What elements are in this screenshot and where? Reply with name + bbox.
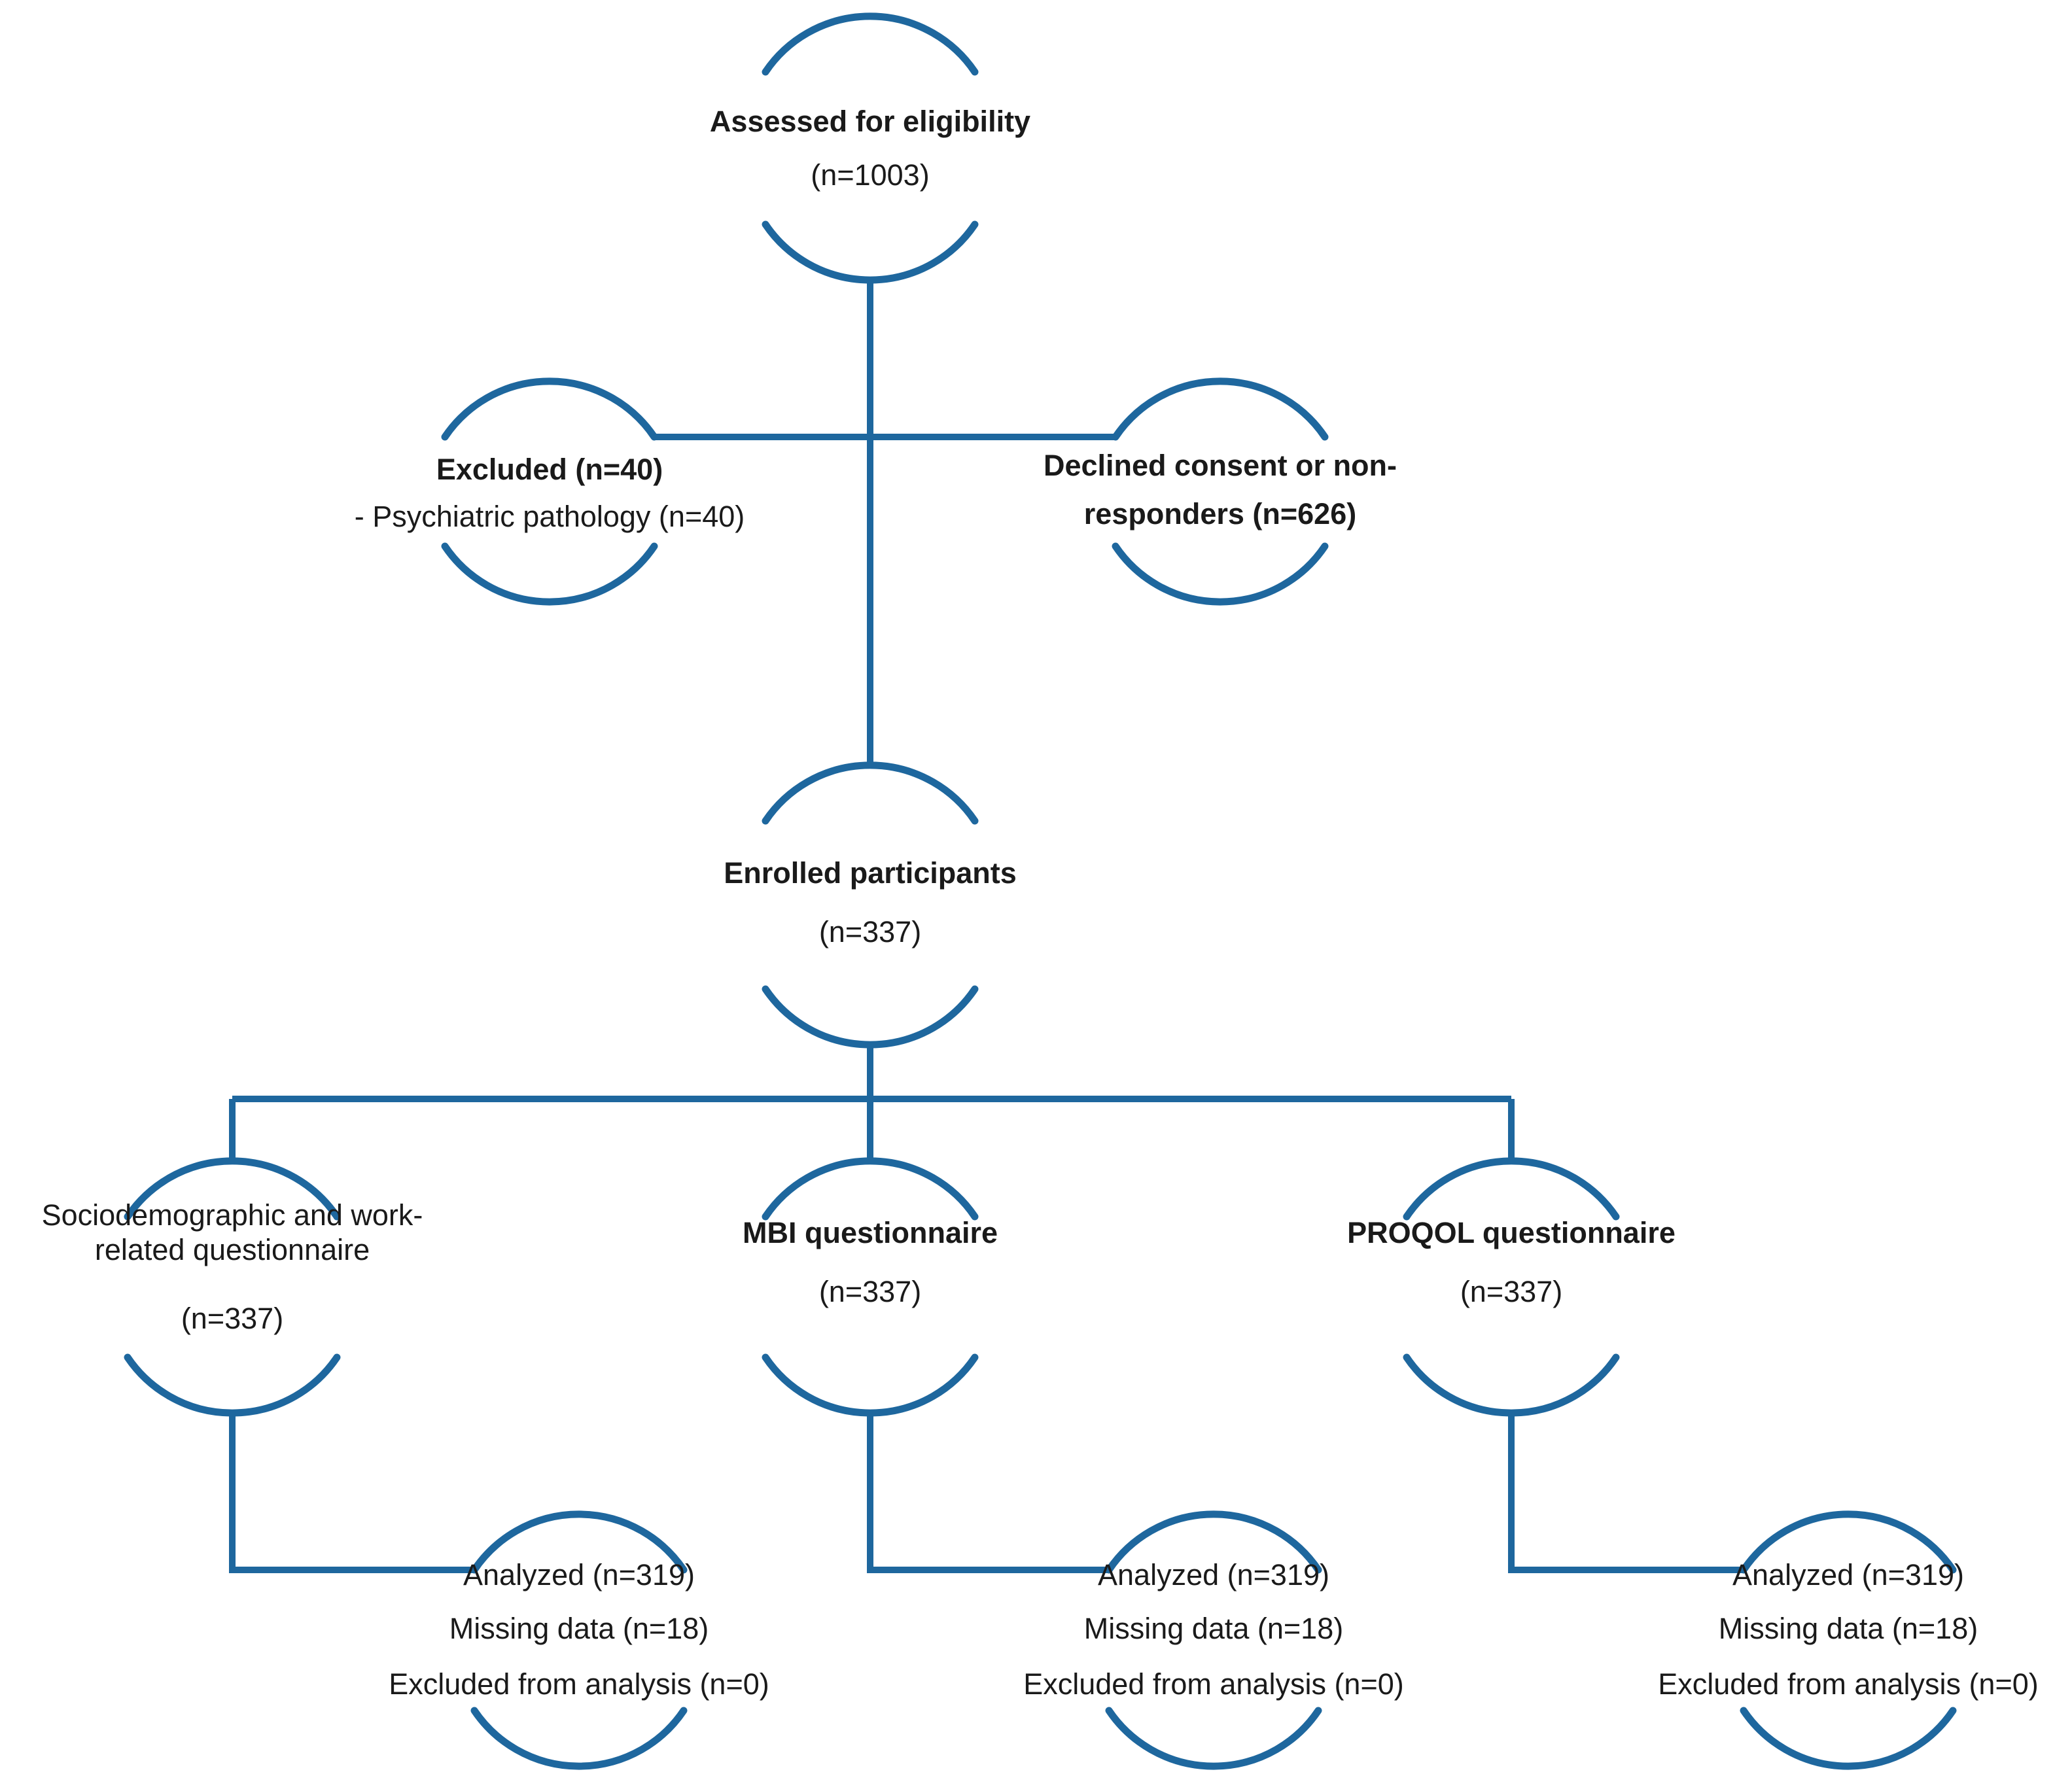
assessed-node-top-arc xyxy=(762,12,979,76)
analyzed-sociodemographic-node-bottom-arc xyxy=(470,1707,688,1770)
mbi-node-title: MBI questionnaire xyxy=(742,1216,998,1249)
elbow-mbi-to-analyzed xyxy=(867,1413,1109,1573)
enrolled-node-count: (n=337) xyxy=(818,915,922,948)
sociodemographic-node-bottom-arc xyxy=(124,1353,341,1417)
analyzed-sociodemographic-line-missing: Missing data (n=18) xyxy=(449,1612,709,1645)
sociodemographic-node-title-line1: Sociodemographic and work- xyxy=(41,1198,423,1232)
elbow-proqol-to-analyzed xyxy=(1508,1413,1744,1573)
analyzed-proqol-node-bottom-arc xyxy=(1740,1707,1957,1770)
excluded-node-reason: - Psychiatric pathology (n=40) xyxy=(354,500,745,533)
analyzed-proqol-line-missing: Missing data (n=18) xyxy=(1718,1612,1978,1645)
analyzed-sociodemographic-line-excluded: Excluded from analysis (n=0) xyxy=(389,1667,769,1701)
enrolled-node-top-arc xyxy=(762,761,979,825)
mbi-node-count: (n=337) xyxy=(818,1275,922,1308)
analyzed-proqol-line-analyzed: Analyzed (n=319) xyxy=(1732,1558,1964,1591)
excluded-node-title: Excluded (n=40) xyxy=(436,453,663,486)
enrolled-node-title: Enrolled participants xyxy=(724,856,1017,890)
enrolled-node-bottom-arc xyxy=(762,985,979,1049)
sociodemographic-node-count: (n=337) xyxy=(181,1302,284,1335)
declined-node-top-arc xyxy=(1112,377,1329,441)
proqol-node-bottom-arc xyxy=(1403,1353,1620,1417)
analyzed-sociodemographic-line-analyzed: Analyzed (n=319) xyxy=(463,1558,695,1591)
sociodemographic-node-title-line2: related questionnaire xyxy=(94,1233,370,1266)
assessed-node-title: Assessed for eligibility xyxy=(709,105,1031,138)
analyzed-mbi-node-top-arc xyxy=(1105,1510,1322,1574)
declined-node-bottom-arc xyxy=(1112,542,1329,606)
analyzed-proqol-node-top-arc xyxy=(1740,1510,1957,1574)
proqol-node-title: PROQOL questionnaire xyxy=(1347,1216,1676,1249)
analyzed-proqol-line-excluded: Excluded from analysis (n=0) xyxy=(1658,1667,2039,1701)
declined-node-title-line2: responders (n=626) xyxy=(1083,497,1357,530)
proqol-node-count: (n=337) xyxy=(1460,1275,1563,1308)
mbi-node-bottom-arc xyxy=(762,1353,979,1417)
analyzed-mbi-line-excluded: Excluded from analysis (n=0) xyxy=(1023,1667,1404,1701)
mbi-node-top-arc xyxy=(762,1157,979,1221)
excluded-node-bottom-arc xyxy=(441,542,658,606)
analyzed-sociodemographic-node-top-arc xyxy=(470,1510,688,1574)
elbow-sociodemographic-to-analyzed xyxy=(229,1413,474,1573)
analyzed-mbi-line-missing: Missing data (n=18) xyxy=(1083,1612,1344,1645)
assessed-node-count: (n=1003) xyxy=(811,158,930,192)
assessed-node-bottom-arc xyxy=(762,220,979,284)
declined-node-title-line1: Declined consent or non- xyxy=(1043,449,1397,482)
proqol-node-top-arc xyxy=(1403,1157,1620,1221)
excluded-node-top-arc xyxy=(441,377,658,441)
analyzed-mbi-line-analyzed: Analyzed (n=319) xyxy=(1098,1558,1329,1591)
analyzed-mbi-node-bottom-arc xyxy=(1105,1707,1322,1770)
